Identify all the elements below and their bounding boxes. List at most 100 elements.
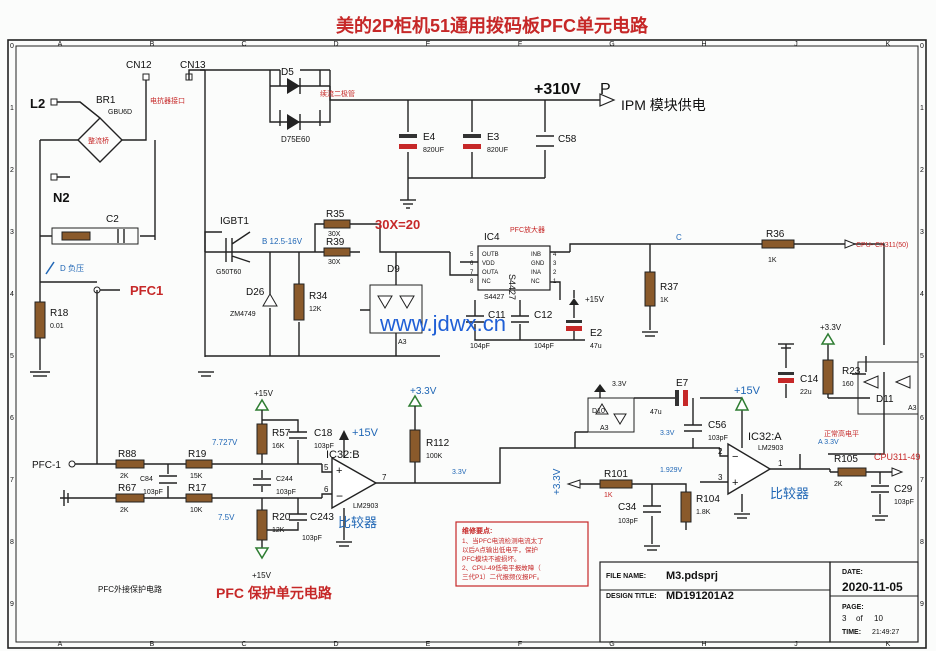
r101-ref: R101 <box>604 469 628 480</box>
gnd-c34-icon <box>644 545 660 551</box>
e7-plate-neg <box>683 390 688 406</box>
r39-body <box>323 247 351 257</box>
pfc-minus1-terminal[interactable] <box>68 460 76 468</box>
grid-col-label: B <box>150 41 155 48</box>
grid-row-label: 2 <box>920 167 924 174</box>
d5-frame <box>279 69 330 126</box>
bridge-in <box>79 101 101 119</box>
r39-val: 30X <box>328 259 341 266</box>
ic4-pin-label: NC <box>482 279 491 285</box>
date-value: 2020-11-05 <box>842 580 903 594</box>
notes-box <box>455 521 589 587</box>
e4-plate <box>399 134 417 138</box>
ic32b-minus: − <box>336 489 343 503</box>
r105-val: 2K <box>834 481 843 488</box>
l2-terminal[interactable] <box>50 98 58 106</box>
r23-body <box>822 359 834 395</box>
c34-val: 103pF <box>618 518 638 525</box>
v33-r112: +3.3V <box>410 386 437 397</box>
pfc-ext-label: PFC外接保护电路 <box>98 584 162 594</box>
v33-d10: 3.3V <box>612 381 627 388</box>
file-label: FILE NAME: <box>606 573 646 580</box>
d5-note: 续流二极管 <box>320 89 355 98</box>
grid-row-label: 7 <box>920 477 924 484</box>
bridge-note: 整流桥 <box>88 136 109 145</box>
c12-ref: C12 <box>534 310 553 321</box>
c14-val: 22u <box>800 389 812 396</box>
ic32a-wiring <box>700 398 885 512</box>
e7-plate <box>675 390 679 406</box>
r20-val: 12K <box>272 527 285 534</box>
d9-wiring <box>360 252 397 356</box>
n2-label: N2 <box>53 190 70 205</box>
v310-label: +310V <box>534 81 581 98</box>
grid-col-label: E <box>426 41 431 48</box>
gnd-bulk-icon <box>400 199 416 209</box>
ic4-pin-label: INA <box>531 270 541 276</box>
c84-ref: C84 <box>140 476 153 483</box>
ic32b-pin5: 5 <box>324 463 329 472</box>
ic32a-pin1: 1 <box>778 459 783 468</box>
d10-box <box>587 397 635 433</box>
grid-row-label: 7 <box>10 477 14 484</box>
grid-row-label: 8 <box>920 539 924 546</box>
r35-val: 30X <box>328 231 341 238</box>
grid-row-label: 4 <box>920 291 924 298</box>
v33b-label: 3.3V <box>452 469 467 476</box>
d9-diode-b <box>399 295 415 309</box>
d11-a3: A3 <box>908 405 917 412</box>
cn12-terminal[interactable] <box>142 73 150 81</box>
r20-body <box>256 509 268 541</box>
gate-res-wiring <box>314 223 450 253</box>
r105-ref: R105 <box>834 454 858 465</box>
r20-ref: R20 <box>272 512 291 523</box>
cn13-note: 电抗器接口 <box>150 96 185 105</box>
r37-body <box>644 271 656 307</box>
ic32a-ref: IC32:A <box>748 431 782 443</box>
c84-val: 103pF <box>143 489 163 496</box>
notes-line: 三代P1）二代报频仪报PF。 <box>462 572 543 581</box>
r18-val: 0.01 <box>50 323 64 330</box>
bridge-out-wiring <box>39 69 205 282</box>
ic4-ref: IC4 <box>484 232 500 243</box>
c-mark-label: C <box>676 233 682 242</box>
d26-body <box>262 293 278 307</box>
protect-input-wiring <box>60 290 322 499</box>
e3-ref: E3 <box>487 132 500 143</box>
grid-col-label: K <box>886 641 891 648</box>
time-label: TIME: <box>842 629 861 636</box>
v1929-label: 1.929V <box>660 467 683 474</box>
d5-ref: D5 <box>281 67 294 78</box>
bulk-caps-wiring <box>407 100 546 200</box>
ic32b-pin7: 7 <box>382 473 387 482</box>
r88-val: 2K <box>120 473 129 480</box>
ic4-note: PFC放大器 <box>510 225 545 234</box>
grid-row-label: 0 <box>920 43 924 50</box>
ic4-body <box>477 245 551 291</box>
page-of: of <box>856 614 863 623</box>
e2-val: 47u <box>590 343 602 350</box>
c14-ref: C14 <box>800 374 819 385</box>
ipm-label: IPM 模块供电 <box>621 97 706 113</box>
r57-ref: R57 <box>272 428 291 439</box>
ipm-arrow-icon <box>599 93 616 107</box>
v33-r23: +3.3V <box>820 323 842 332</box>
ic4-pin-number: 7 <box>470 270 474 276</box>
ic32b-pin6: 6 <box>324 485 329 494</box>
grid-col-label: F <box>518 641 522 648</box>
v15-ic32b: +15V <box>352 427 379 439</box>
n2-terminal[interactable] <box>50 173 58 181</box>
r104-val: 1.8K <box>696 509 711 516</box>
cpu311-label: CPU311-49 <box>874 452 920 462</box>
cn13-label: CN13 <box>180 60 206 71</box>
grid-row-label: 6 <box>10 415 14 422</box>
cpu-ck-label: CPU- CK311(50) <box>856 242 908 249</box>
c58-ref: C58 <box>558 134 577 145</box>
c244-val: 103pF <box>276 489 296 496</box>
d10-ref: D10 <box>592 408 605 415</box>
r19-val: 15K <box>190 473 203 480</box>
page-label: PAGE: <box>842 604 864 611</box>
d11-diode-a <box>862 375 879 389</box>
grid-row-label: 9 <box>10 601 14 608</box>
